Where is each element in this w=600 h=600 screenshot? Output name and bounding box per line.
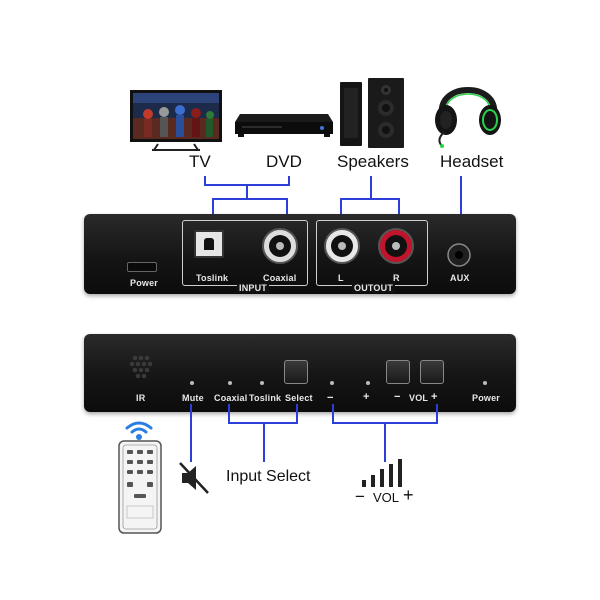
toslink-label: Toslink [196, 273, 229, 283]
vol-plus-label: + [431, 391, 438, 403]
vol-minus-label: − [394, 391, 401, 403]
mute-label: Mute [182, 393, 204, 403]
power-led [483, 381, 487, 385]
front-toslink-label: Toslink [249, 393, 282, 403]
ir-sensor [129, 355, 153, 379]
remote-control-image [118, 440, 162, 534]
level-plus-led [366, 381, 370, 385]
coaxial-label: Coaxial [263, 273, 297, 283]
level-plus-label: + [363, 391, 370, 403]
input-group-label: INPUT [237, 283, 269, 293]
coaxial-port [262, 228, 298, 264]
dvd-player-image [235, 114, 333, 137]
tv-image [130, 90, 222, 151]
dvd-caption: DVD [266, 152, 302, 171]
headset-image [435, 87, 501, 148]
speakers-image [340, 78, 404, 148]
vol-minus-caption: − [355, 487, 365, 506]
volume-down-button[interactable] [386, 360, 410, 384]
vol-caption: VOL [373, 490, 400, 505]
mute-led [190, 381, 194, 385]
rca-right-label: R [393, 273, 400, 283]
volume-bars-icon [362, 459, 402, 487]
toslink-led [260, 381, 264, 385]
select-button[interactable] [284, 360, 308, 384]
tv-caption: TV [189, 152, 211, 171]
rca-left-port [324, 228, 360, 264]
speakers-caption: Speakers [337, 152, 409, 171]
wifi-icon [125, 421, 153, 440]
aux-label: AUX [450, 273, 470, 283]
aux-port [447, 243, 471, 267]
front-coaxial-label: Coaxial [214, 393, 248, 403]
headset-caption: Headset [440, 152, 504, 171]
toslink-port [194, 230, 224, 258]
rca-left-label: L [338, 273, 344, 283]
rear-power-label: Power [130, 278, 159, 288]
volume-up-button[interactable] [420, 360, 444, 384]
output-group-label: OUTOUT [352, 283, 396, 293]
coaxial-led [228, 381, 232, 385]
rca-right-port [378, 228, 414, 264]
level-minus-led [330, 381, 334, 385]
power-port [127, 262, 157, 272]
vol-plus-caption: + [403, 485, 414, 505]
level-minus-label: − [327, 392, 334, 404]
select-label: Select [285, 393, 313, 403]
ir-label: IR [136, 393, 146, 403]
input-select-caption: Input Select [226, 468, 311, 485]
rear-panel [84, 214, 516, 294]
mute-speaker-icon [179, 462, 209, 494]
front-power-label: Power [472, 393, 501, 403]
vol-label: VOL [409, 393, 429, 403]
